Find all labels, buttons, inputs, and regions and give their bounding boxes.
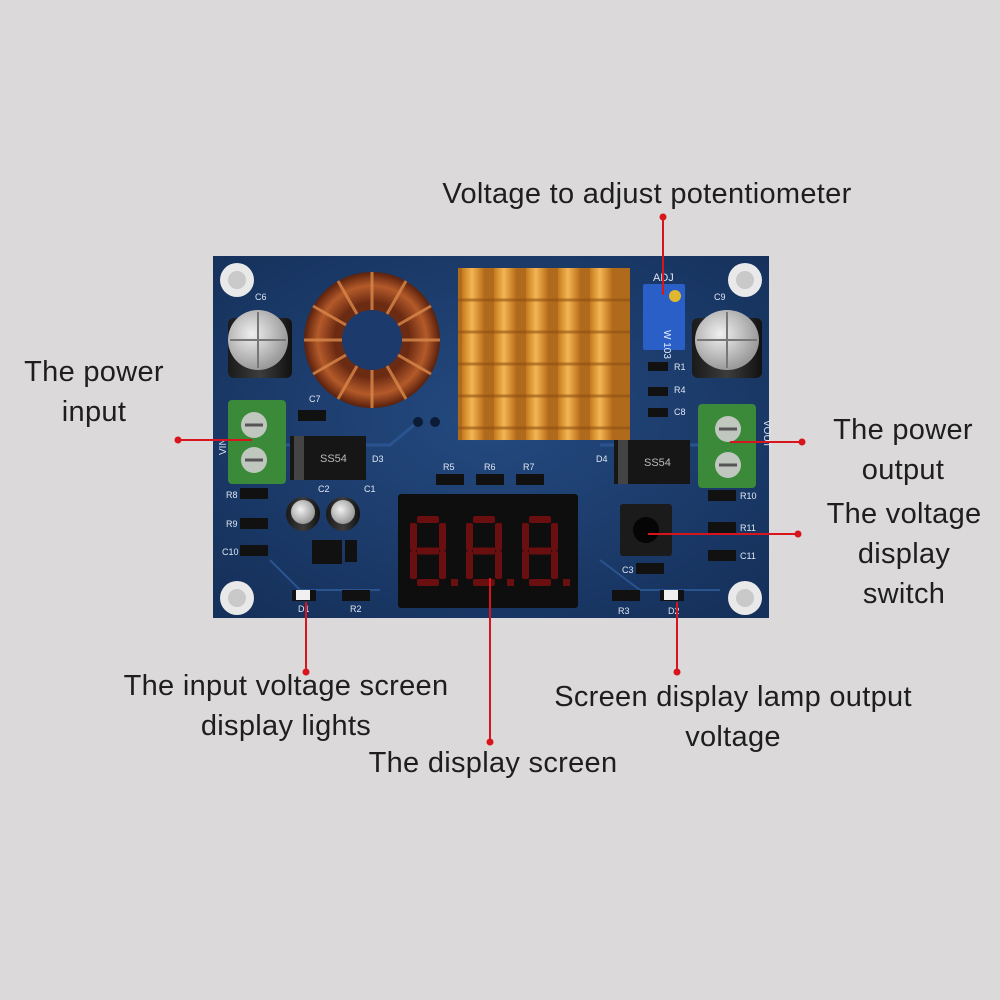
display-segment bbox=[495, 551, 502, 579]
label-power-input-line-2: input bbox=[61, 396, 127, 428]
svg-text:R2: R2 bbox=[350, 604, 362, 614]
heatsink bbox=[458, 268, 630, 440]
display-segment bbox=[439, 551, 446, 579]
svg-text:C9: C9 bbox=[714, 292, 726, 302]
label-display-screen: The display screen bbox=[340, 743, 646, 783]
display-segment bbox=[473, 547, 495, 555]
potentiometer: W 103 bbox=[643, 284, 685, 359]
pot-marking: W 103 bbox=[661, 330, 672, 359]
display-segment bbox=[410, 523, 417, 551]
svg-text:C8: C8 bbox=[674, 407, 686, 417]
seven-segment-display bbox=[398, 494, 578, 608]
svg-text:R6: R6 bbox=[484, 462, 496, 472]
label-input-voltage-lights-line-1: The input voltage screen bbox=[123, 670, 449, 702]
display-segment bbox=[551, 523, 558, 551]
silk-vout: VOUT bbox=[761, 420, 772, 448]
capacitor-c9 bbox=[692, 310, 762, 378]
label-output-lamp-line-2: voltage bbox=[685, 721, 781, 753]
display-segment bbox=[417, 516, 439, 523]
display-segment bbox=[417, 547, 439, 555]
display-segment bbox=[522, 551, 529, 579]
svg-text:D1: D1 bbox=[298, 604, 310, 614]
svg-text:R1: R1 bbox=[674, 362, 686, 372]
display-segment bbox=[466, 523, 473, 551]
toroid-inductor bbox=[304, 272, 440, 408]
display-decimal-point bbox=[563, 579, 570, 586]
label-voltage-display-switch-line-1: The voltage bbox=[826, 498, 982, 530]
capacitor-c6 bbox=[228, 310, 292, 378]
label-power-input: The power input bbox=[8, 352, 180, 432]
capacitor-c2 bbox=[286, 497, 320, 531]
label-voltage-display-switch-line-3: switch bbox=[862, 578, 946, 610]
display-segment bbox=[529, 547, 551, 555]
svg-text:C3: C3 bbox=[622, 565, 634, 575]
led-d1 bbox=[296, 590, 310, 600]
svg-text:C6: C6 bbox=[255, 292, 267, 302]
label-display-screen-line-1: The display screen bbox=[368, 747, 618, 779]
capacitor-c1 bbox=[326, 497, 360, 531]
svg-text:D3: D3 bbox=[372, 454, 384, 464]
label-input-voltage-lights: The input voltage screen display lights bbox=[96, 666, 476, 746]
svg-text:R3: R3 bbox=[618, 606, 630, 616]
svg-text:SS54: SS54 bbox=[320, 453, 347, 465]
svg-text:C10: C10 bbox=[222, 547, 239, 557]
display-segment bbox=[495, 523, 502, 551]
display-segment bbox=[410, 551, 417, 579]
ic-chip bbox=[312, 540, 342, 564]
display-segment bbox=[466, 551, 473, 579]
output-terminal-block bbox=[698, 404, 756, 488]
display-segment bbox=[522, 523, 529, 551]
label-output-lamp-line-1: Screen display lamp output bbox=[554, 681, 912, 713]
svg-text:C7: C7 bbox=[309, 394, 321, 404]
label-power-output-line-1: The power bbox=[833, 414, 973, 446]
svg-text:R10: R10 bbox=[740, 491, 757, 501]
silk-vin: VIN bbox=[218, 438, 229, 455]
svg-text:C1: C1 bbox=[364, 484, 376, 494]
label-power-input-line-1: The power bbox=[24, 356, 164, 388]
svg-text:R8: R8 bbox=[226, 490, 238, 500]
voltage-display-switch bbox=[620, 504, 672, 556]
display-segment bbox=[473, 579, 495, 586]
svg-text:SS54: SS54 bbox=[644, 457, 671, 469]
display-segment bbox=[417, 579, 439, 586]
led-d2 bbox=[664, 590, 678, 600]
mounting-holes bbox=[220, 263, 762, 615]
svg-text:D2: D2 bbox=[668, 606, 680, 616]
label-output-lamp: Screen display lamp output voltage bbox=[520, 677, 946, 757]
svg-text:R5: R5 bbox=[443, 462, 455, 472]
display-segment bbox=[439, 523, 446, 551]
svg-text:C2: C2 bbox=[318, 484, 330, 494]
display-segment bbox=[473, 516, 495, 523]
label-power-output: The power output bbox=[810, 410, 996, 490]
label-potentiometer-line-1: Voltage to adjust potentiometer bbox=[442, 178, 852, 210]
label-voltage-display-switch: The voltage display switch bbox=[808, 494, 1000, 614]
svg-text:R7: R7 bbox=[523, 462, 535, 472]
label-voltage-display-switch-line-2: display bbox=[857, 538, 951, 570]
display-segment bbox=[529, 516, 551, 523]
display-segment bbox=[529, 579, 551, 586]
label-input-voltage-lights-line-2: display lights bbox=[200, 710, 372, 742]
diode-d3: SS54 bbox=[290, 436, 366, 480]
display-segment bbox=[551, 551, 558, 579]
display-decimal-point bbox=[451, 579, 458, 586]
svg-text:D4: D4 bbox=[596, 454, 608, 464]
svg-text:R11: R11 bbox=[740, 523, 756, 533]
label-potentiometer: Voltage to adjust potentiometer bbox=[402, 174, 892, 214]
svg-text:R9: R9 bbox=[226, 519, 238, 529]
leader-lines bbox=[174, 213, 806, 746]
label-power-output-line-2: output bbox=[861, 454, 945, 486]
svg-text:R4: R4 bbox=[674, 385, 686, 395]
svg-text:C11: C11 bbox=[740, 551, 756, 561]
diode-d4: SS54 bbox=[614, 440, 690, 484]
display-decimal-point bbox=[507, 579, 514, 586]
input-terminal-block bbox=[228, 400, 286, 484]
